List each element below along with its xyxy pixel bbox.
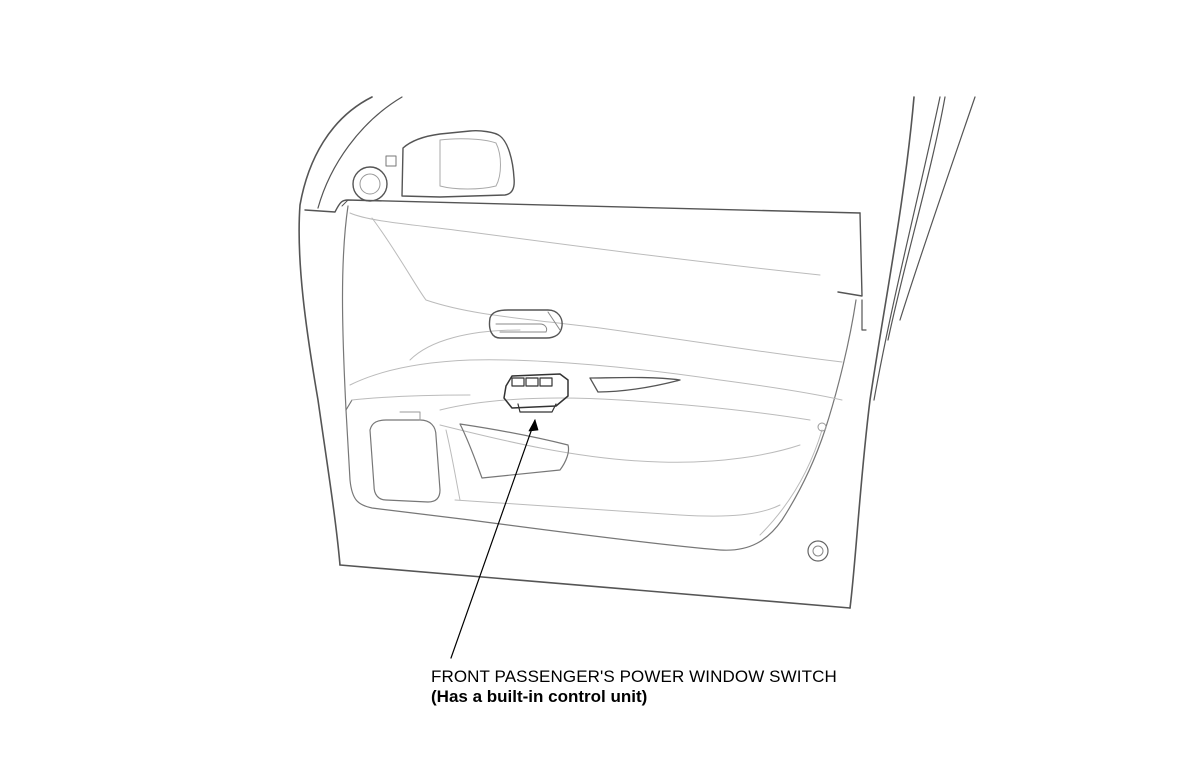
leader-line — [450, 419, 539, 659]
lower-speaker-grille — [369, 411, 441, 503]
door-frame — [298, 96, 976, 609]
inner-door-handle — [488, 309, 563, 339]
callout-line-1: FRONT PASSENGER'S POWER WINDOW SWITCH — [431, 667, 837, 686]
power-window-switch — [503, 373, 569, 413]
side-mirror — [385, 130, 515, 198]
callout-label: FRONT PASSENGER'S POWER WINDOW SWITCH (H… — [431, 667, 837, 707]
belt-line — [304, 199, 863, 297]
tweeter — [352, 166, 388, 202]
callout-line-2: (Has a built-in control unit) — [431, 687, 648, 706]
door-pocket — [445, 423, 570, 501]
trim-lines — [349, 212, 843, 536]
door-fasteners — [807, 422, 829, 562]
armrest-handle — [589, 376, 681, 393]
